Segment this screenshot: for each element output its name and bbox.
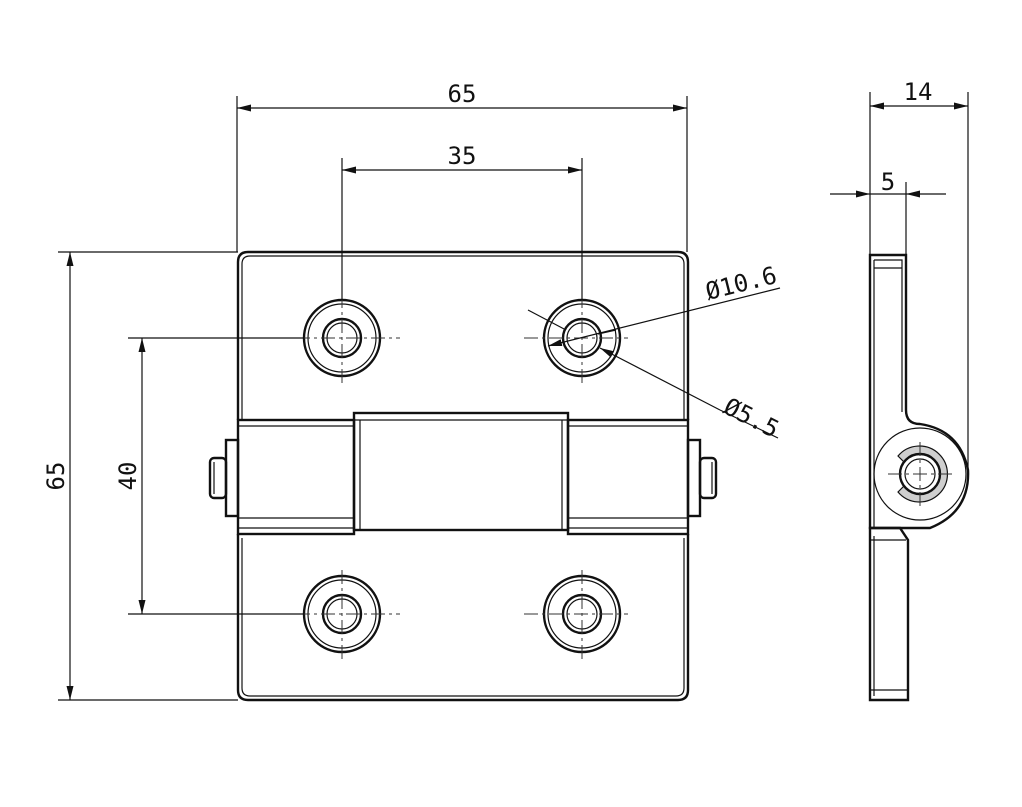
dim-hole-spacing-horizontal-label: 35 — [448, 142, 477, 170]
dim-overall-thickness-label: 14 — [904, 78, 933, 106]
dim-overall-width: 65 — [236, 80, 688, 252]
dim-overall-height-label: 65 — [42, 462, 70, 491]
knuckle-assembly — [208, 411, 718, 536]
side-upper-leaf — [868, 253, 970, 530]
dim-overall-width-label: 65 — [448, 80, 477, 108]
front-view: 65 35 65 40 Ø10.6 — [42, 80, 783, 702]
dim-hole-spacing-horizontal: 35 — [341, 142, 583, 300]
right-pin-end — [686, 438, 702, 518]
dim-overall-thickness: 14 — [869, 78, 969, 470]
side-barrel — [873, 427, 967, 521]
left-pin-end — [224, 438, 240, 518]
leader-hole-label: Ø5.5 — [719, 392, 783, 443]
dim-hole-spacing-vertical-label: 40 — [114, 462, 142, 491]
leader-hole: Ø5.5 — [527, 309, 783, 444]
side-lower-leaf — [868, 526, 910, 702]
upper-leaf-outline — [236, 250, 690, 420]
mounting-holes — [302, 298, 622, 654]
side-view: 14 5 — [830, 78, 970, 702]
dim-hole-spacing-vertical: 40 — [114, 337, 304, 615]
leader-counterbore-label: Ø10.6 — [703, 261, 780, 306]
dim-overall-height: 65 — [42, 251, 238, 701]
dim-leaf-thickness-label: 5 — [881, 168, 895, 196]
dim-leaf-thickness: 5 — [830, 168, 946, 255]
lower-leaf-outline — [236, 534, 690, 702]
centerlines — [296, 294, 628, 660]
